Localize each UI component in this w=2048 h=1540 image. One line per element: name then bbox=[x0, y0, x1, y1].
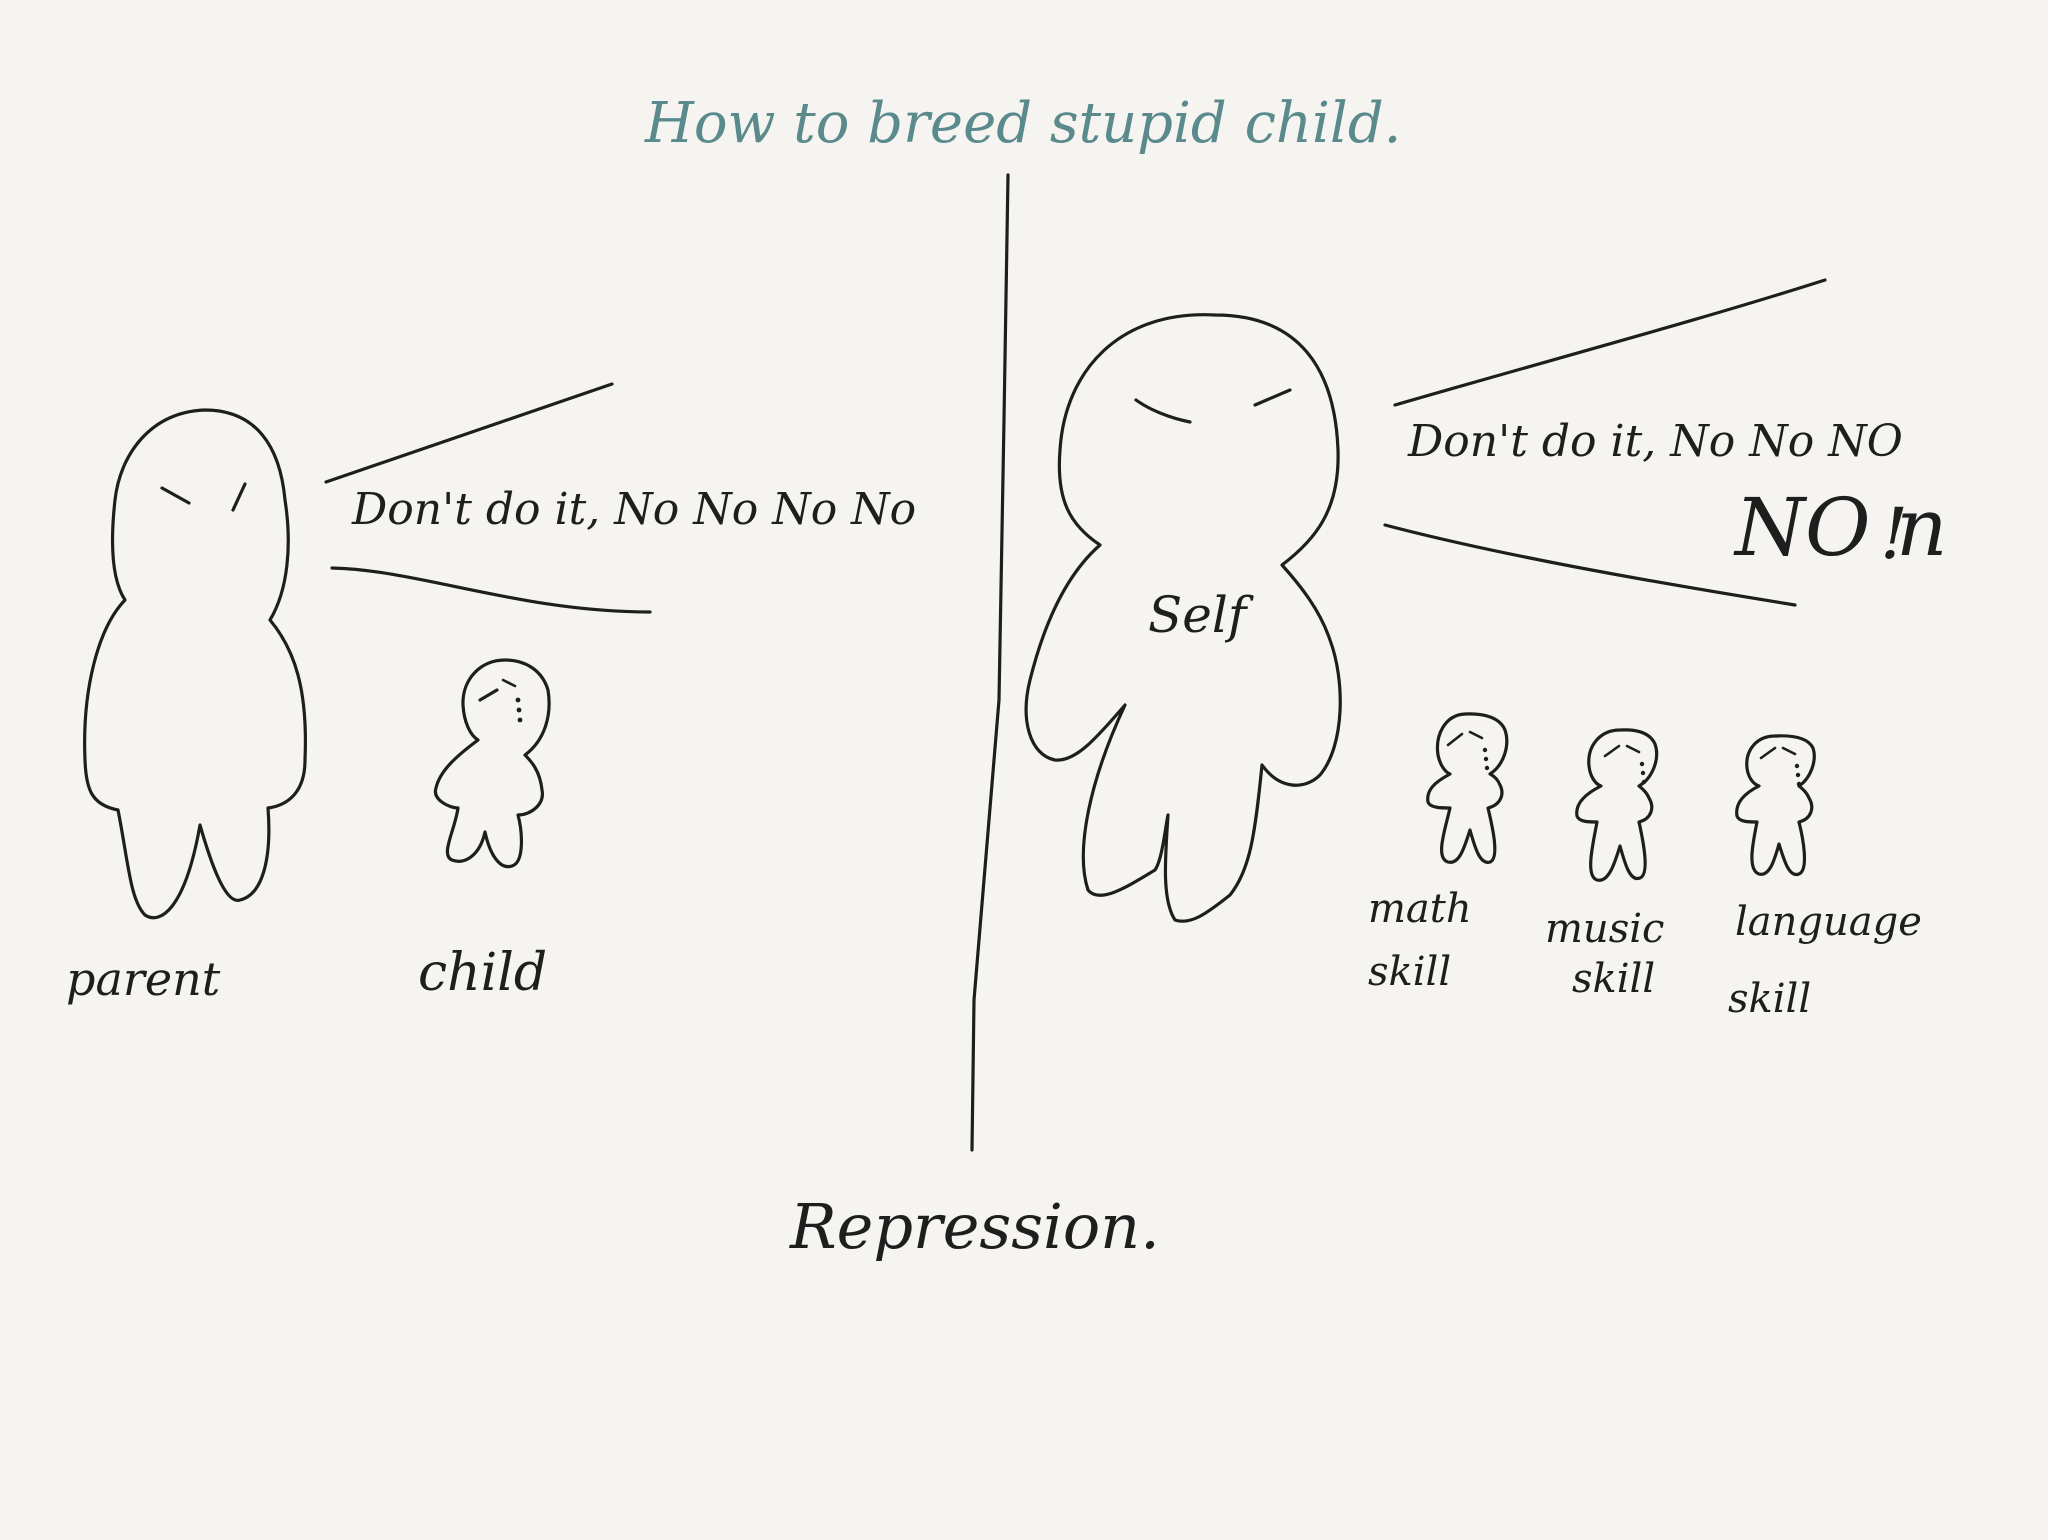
self-figure bbox=[1024, 313, 1342, 923]
parent-right-brow bbox=[231, 482, 247, 512]
self-left-brow bbox=[1134, 398, 1192, 424]
child-figure bbox=[433, 658, 551, 869]
skill-sad-mouth bbox=[1468, 730, 1484, 740]
skill-brow bbox=[1759, 746, 1777, 760]
skill-body bbox=[1426, 712, 1509, 864]
tear-dot bbox=[1483, 756, 1489, 762]
child-tear-dot bbox=[517, 717, 523, 723]
right-speech-text-line2: NO n bbox=[1733, 481, 1948, 574]
left-speech-line-bottom bbox=[330, 566, 652, 614]
child-tear-dot bbox=[515, 697, 521, 703]
skill-sad-mouth bbox=[1781, 746, 1797, 756]
left-speech-text: Don't do it, No No No No bbox=[351, 484, 916, 535]
self-right-brow bbox=[1253, 388, 1292, 407]
skill-body bbox=[1575, 728, 1659, 882]
child-brow bbox=[478, 688, 499, 702]
right-speech-mark: ! bbox=[1880, 493, 1908, 575]
skill-sad-mouth bbox=[1625, 744, 1641, 754]
tear-dot bbox=[1796, 781, 1802, 787]
right-speech-line-top bbox=[1393, 278, 1827, 407]
child-sad-mouth bbox=[501, 678, 517, 688]
tear-dot bbox=[1484, 765, 1490, 771]
tear-dot bbox=[1639, 761, 1645, 767]
right-panel: Self Don't do it, No No NO NO n ! math s… bbox=[1024, 278, 1948, 1022]
child-tear-dot bbox=[516, 707, 522, 713]
right-speech-line-bottom bbox=[1383, 523, 1797, 607]
tear-dot bbox=[1482, 747, 1488, 753]
child-label: child bbox=[418, 943, 547, 1003]
skill-brow bbox=[1603, 744, 1621, 758]
caption: Repression. bbox=[789, 1190, 1160, 1263]
parent-label: parent bbox=[66, 952, 221, 1006]
left-speech-line-top bbox=[324, 382, 614, 484]
center-divider bbox=[970, 173, 1010, 1152]
language-skill-label-line1: language bbox=[1735, 899, 1922, 945]
music-skill-figure bbox=[1575, 728, 1659, 882]
math-skill-figure bbox=[1426, 712, 1509, 864]
right-speech-text-line1: Don't do it, No No NO bbox=[1407, 416, 1903, 467]
language-skill-label-line2: skill bbox=[1728, 976, 1811, 1022]
language-skill-figure bbox=[1735, 734, 1816, 877]
math-skill-label-line1: math bbox=[1368, 886, 1472, 932]
tear-dot bbox=[1640, 770, 1646, 776]
self-label: Self bbox=[1148, 586, 1254, 644]
math-skill-label-line2: skill bbox=[1368, 949, 1451, 995]
child-body bbox=[433, 658, 551, 869]
parent-left-brow bbox=[160, 486, 191, 505]
page-title: How to breed stupid child. bbox=[644, 91, 1401, 156]
parent-body bbox=[83, 408, 308, 920]
self-body bbox=[1024, 313, 1342, 923]
tear-dot bbox=[1641, 779, 1647, 785]
tear-dot bbox=[1795, 772, 1801, 778]
tear-dot bbox=[1794, 763, 1800, 769]
music-skill-label-line2: skill bbox=[1572, 956, 1655, 1002]
skill-brow bbox=[1446, 732, 1464, 747]
music-skill-label-line1: music bbox=[1545, 906, 1664, 952]
parent-figure bbox=[83, 408, 308, 920]
skill-body bbox=[1735, 734, 1816, 877]
left-panel: parent child Don't do it, No No No No bbox=[66, 382, 916, 1006]
